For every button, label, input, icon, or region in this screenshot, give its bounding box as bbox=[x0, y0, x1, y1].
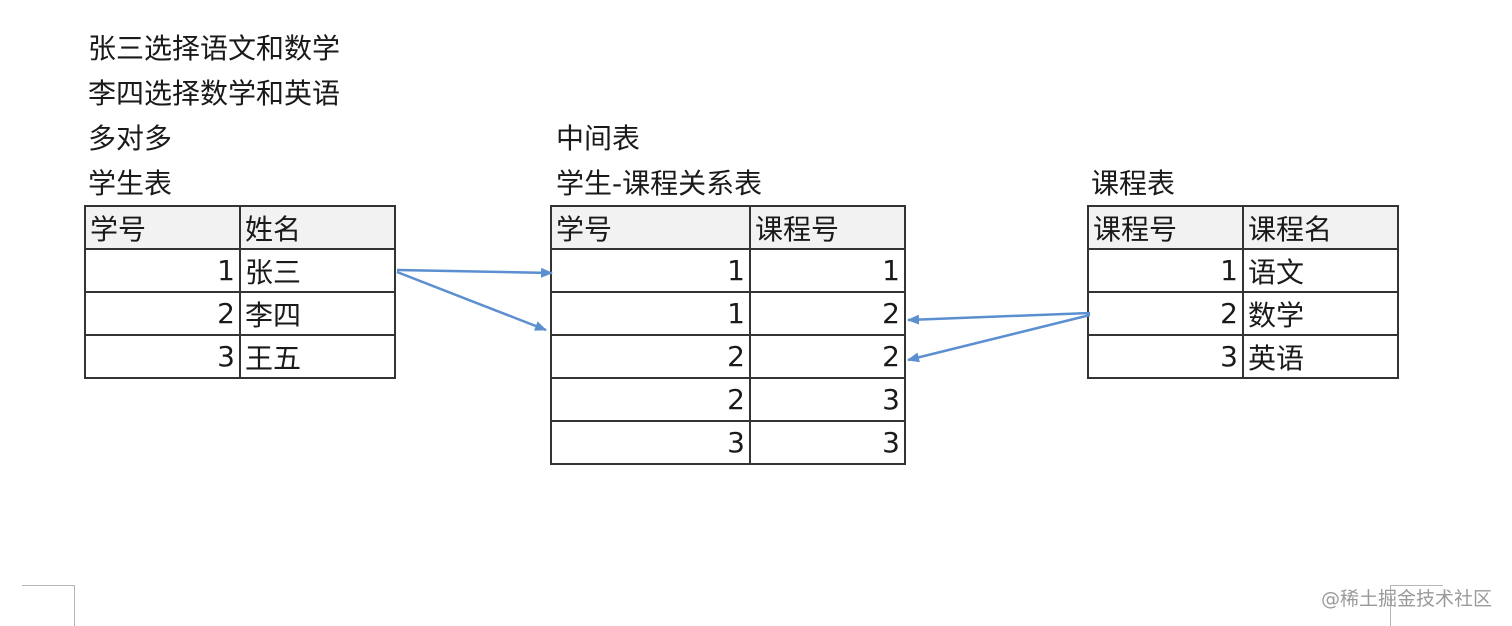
arrow-math-to-relation-row-3 bbox=[907, 313, 1091, 363]
student-name-cell: 李四 bbox=[239, 291, 396, 336]
table-row: 1 1 bbox=[550, 248, 906, 293]
relation-course-id-header: 课程号 bbox=[749, 205, 906, 250]
relation-table-header-row: 学号 课程号 bbox=[550, 205, 906, 250]
arrow-zhangsan-to-relation-row-2 bbox=[396, 270, 547, 332]
intro-line-1: 张三选择语文和数学 bbox=[88, 32, 341, 65]
relation-student-id-cell: 1 bbox=[550, 291, 751, 336]
page-corner-mark-left bbox=[22, 585, 75, 626]
relation-course-id-cell: 2 bbox=[749, 334, 906, 379]
table-row: 3 王五 bbox=[84, 334, 396, 379]
course-name-cell: 数学 bbox=[1242, 291, 1399, 336]
intro-line-2: 李四选择数学和英语 bbox=[88, 77, 341, 110]
course-name-cell: 语文 bbox=[1242, 248, 1399, 293]
course-table: 课程号 课程名 1 语文 2 数学 3 英语 bbox=[1087, 205, 1399, 379]
student-id-cell: 2 bbox=[84, 291, 241, 336]
course-table-title: 课程表 bbox=[1091, 167, 1176, 200]
relation-course-id-cell: 3 bbox=[749, 377, 906, 422]
course-name-cell: 英语 bbox=[1242, 334, 1399, 379]
arrow-math-to-relation-row-2 bbox=[907, 311, 1091, 325]
course-name-header: 课程名 bbox=[1242, 205, 1399, 250]
watermark-text: @稀土掘金技术社区 bbox=[1320, 588, 1492, 610]
relation-course-id-cell: 1 bbox=[749, 248, 906, 293]
student-id-header: 学号 bbox=[84, 205, 241, 250]
table-row: 1 张三 bbox=[84, 248, 396, 293]
relation-student-id-cell: 2 bbox=[550, 377, 751, 422]
relation-student-id-cell: 2 bbox=[550, 334, 751, 379]
relation-table-title: 学生-课程关系表 bbox=[556, 167, 763, 200]
student-id-cell: 1 bbox=[84, 248, 241, 293]
student-name-header: 姓名 bbox=[239, 205, 396, 250]
student-id-cell: 3 bbox=[84, 334, 241, 379]
relation-table-subtitle: 中间表 bbox=[556, 122, 641, 155]
table-row: 3 英语 bbox=[1087, 334, 1399, 379]
intro-line-3: 多对多 bbox=[88, 122, 173, 155]
table-row: 2 2 bbox=[550, 334, 906, 379]
relation-course-id-cell: 3 bbox=[749, 420, 906, 465]
table-row: 1 语文 bbox=[1087, 248, 1399, 293]
student-table-title: 学生表 bbox=[88, 167, 173, 200]
relation-student-id-header: 学号 bbox=[550, 205, 751, 250]
student-name-cell: 张三 bbox=[239, 248, 396, 293]
student-name-cell: 王五 bbox=[239, 334, 396, 379]
relation-student-id-cell: 1 bbox=[550, 248, 751, 293]
course-id-header: 课程号 bbox=[1087, 205, 1244, 250]
course-id-cell: 2 bbox=[1087, 291, 1244, 336]
course-id-cell: 1 bbox=[1087, 248, 1244, 293]
relation-student-id-cell: 3 bbox=[550, 420, 751, 465]
relation-table: 学号 课程号 1 1 1 2 2 2 2 3 3 3 bbox=[550, 205, 906, 465]
course-table-header-row: 课程号 课程名 bbox=[1087, 205, 1399, 250]
arrow-zhangsan-to-relation-row-1 bbox=[396, 267, 553, 278]
student-table-header-row: 学号 姓名 bbox=[84, 205, 396, 250]
table-row: 1 2 bbox=[550, 291, 906, 336]
table-row: 2 3 bbox=[550, 377, 906, 422]
page-corner-mark-right bbox=[1390, 585, 1443, 626]
table-row: 3 3 bbox=[550, 420, 906, 465]
course-id-cell: 3 bbox=[1087, 334, 1244, 379]
student-table: 学号 姓名 1 张三 2 李四 3 王五 bbox=[84, 205, 396, 379]
table-row: 2 数学 bbox=[1087, 291, 1399, 336]
relation-course-id-cell: 2 bbox=[749, 291, 906, 336]
table-row: 2 李四 bbox=[84, 291, 396, 336]
